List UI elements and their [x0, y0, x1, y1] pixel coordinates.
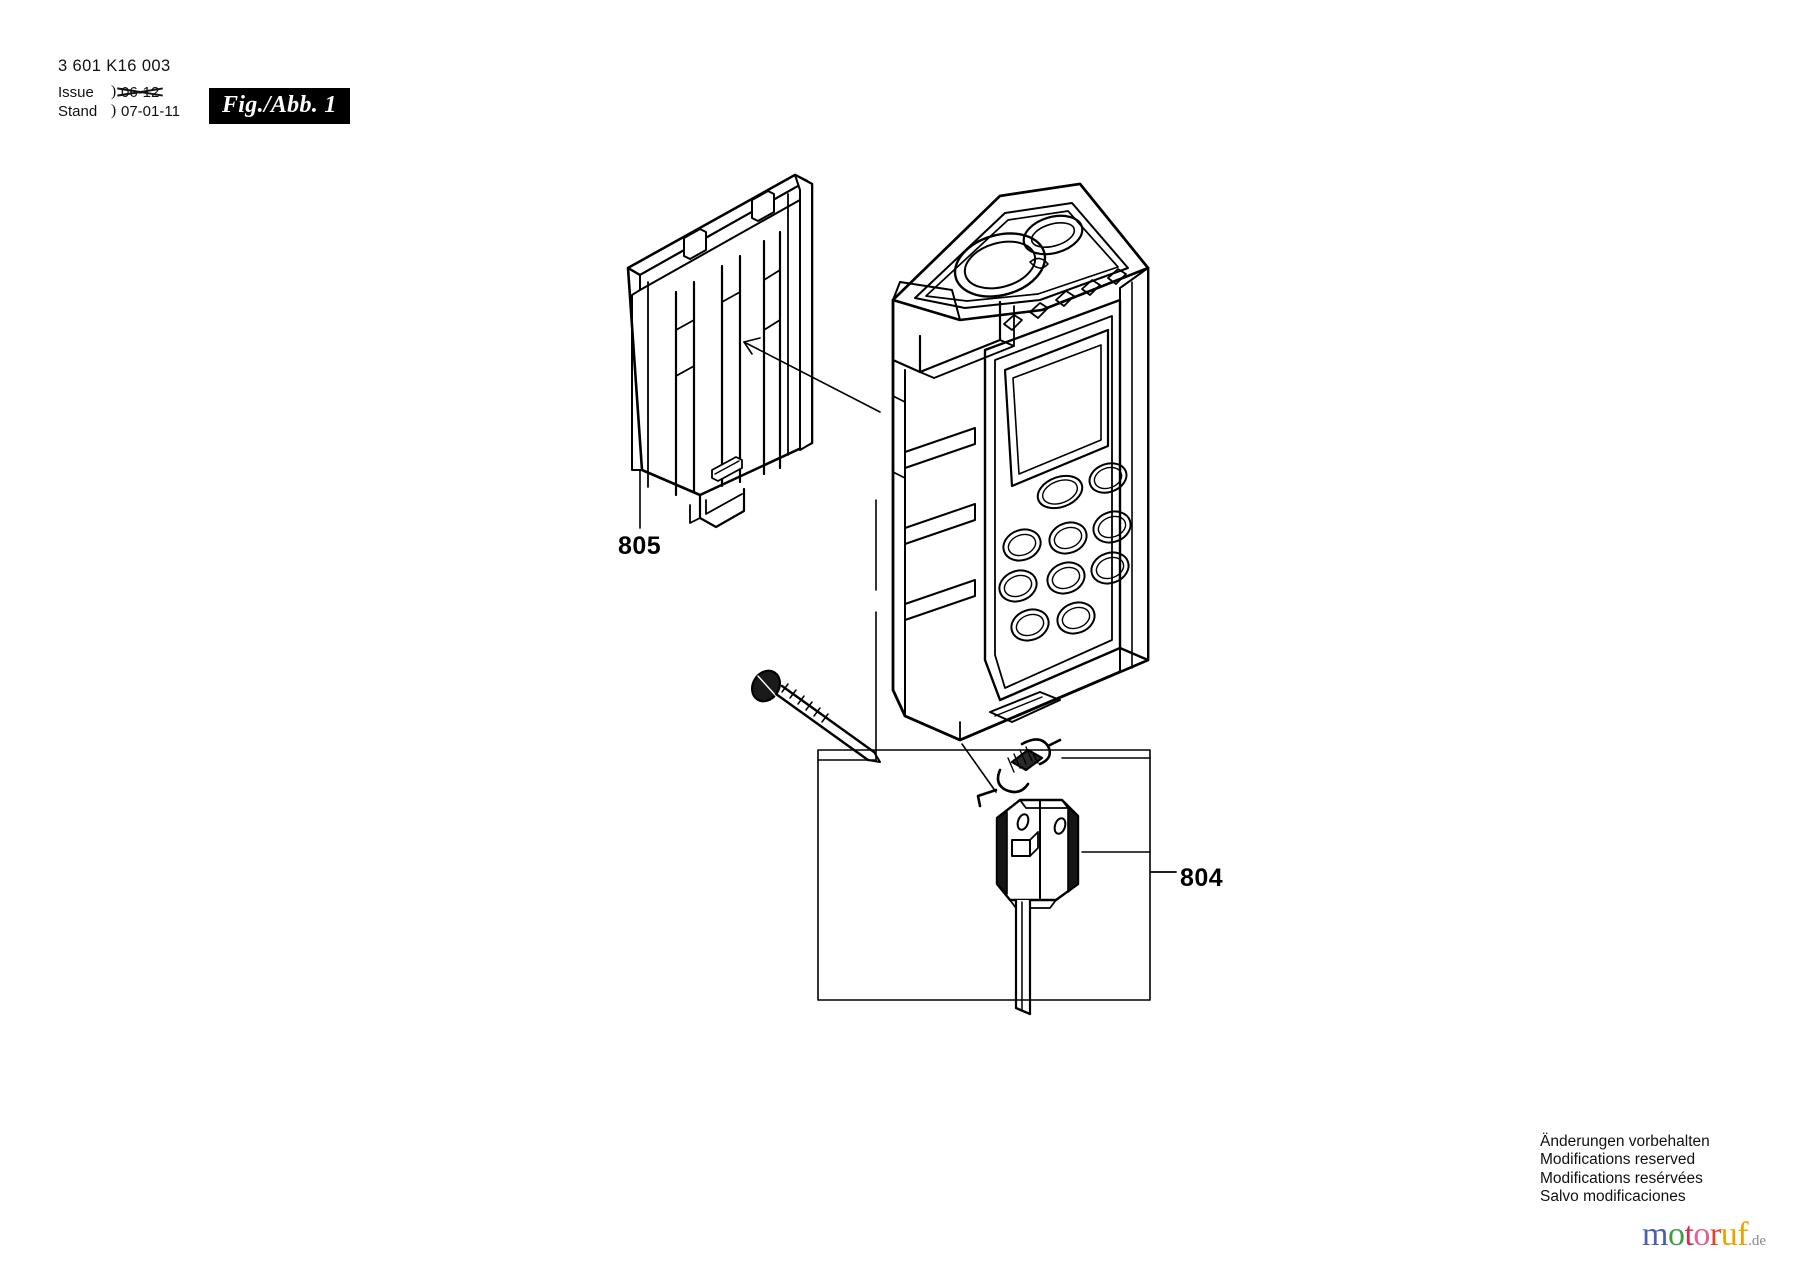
motoruf-logo[interactable]: motoruf.de	[1642, 1218, 1766, 1252]
end-piece-bracket-icon	[995, 798, 1080, 909]
keypad-buttons-icon	[998, 462, 1132, 642]
stand-value: 07-01-11	[121, 102, 180, 120]
part-number: 3 601 K16 003	[58, 57, 171, 75]
assembly-axis-line	[817, 499, 877, 761]
modifications-disclaimer: Änderungen vorbehalten Modifications res…	[1540, 1133, 1710, 1207]
brand-suffix: .de	[1748, 1233, 1766, 1249]
brand-letter-6: f	[1737, 1216, 1749, 1253]
brand-letters: motoruf	[1642, 1216, 1749, 1253]
stand-row: Stand ) 07-01-11	[58, 102, 180, 121]
torsion-spring-icon	[976, 738, 1062, 808]
assembly-group-bracket-icon	[817, 749, 1177, 1001]
stand-brace: )	[110, 102, 117, 119]
callout-label-804: 804	[1180, 864, 1224, 892]
disclaimer-line-fr: Modifications resérvées	[1540, 1169, 1703, 1187]
disclaimer-line-de: Änderungen vorbehalten	[1540, 1133, 1710, 1150]
brand-letter-0: m	[1642, 1216, 1668, 1253]
brand-letter-2: t	[1684, 1216, 1694, 1253]
brand-letter-1: o	[1667, 1216, 1685, 1253]
disclaimer-line-en: Modifications reserved	[1540, 1151, 1696, 1169]
revision-table: Issue ) 06-12 Stand ) 07-01-11	[58, 83, 180, 121]
issue-row: Issue ) 06-12	[58, 83, 180, 102]
stand-label: Stand	[58, 102, 98, 120]
document-header: 3 601 K16 003 Issue ) 06-12 Stand ) 07-0…	[58, 58, 180, 121]
figure-badge: Fig./Abb. 1	[209, 88, 350, 124]
brand-letter-4: r	[1709, 1216, 1721, 1253]
leader-line-endpiece	[961, 743, 997, 793]
laser-distance-measurer-icon	[891, 182, 1150, 742]
disclaimer-line-es: Salvo modificaciones	[1540, 1188, 1686, 1206]
brand-letter-3: o	[1693, 1216, 1710, 1253]
issue-value: 06-12	[117, 84, 164, 101]
callout-label-805: 805	[618, 532, 662, 560]
leader-line-cover	[743, 341, 881, 413]
screw-icon	[750, 669, 881, 763]
issue-brace: )	[110, 83, 117, 100]
pin-rod-icon	[1014, 898, 1032, 1016]
brand-letter-5: u	[1720, 1216, 1738, 1253]
issue-label: Issue	[58, 83, 94, 101]
battery-cover-icon	[626, 173, 814, 529]
